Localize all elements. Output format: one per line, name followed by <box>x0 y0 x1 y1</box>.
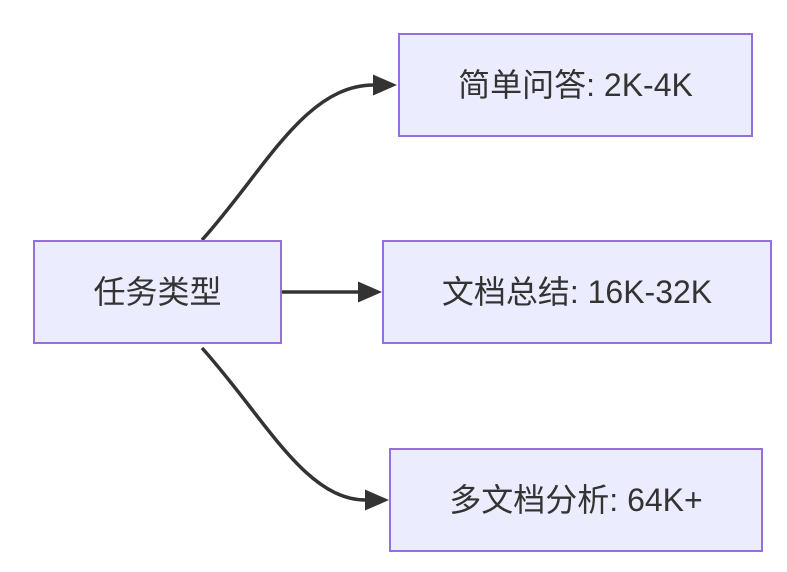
node-task-type-label: 任务类型 <box>93 273 222 310</box>
node-multi-doc: 多文档分析: 64K+ <box>389 448 763 552</box>
node-task-type: 任务类型 <box>33 240 282 344</box>
node-simple-qa-label: 简单问答: 2K-4K <box>458 66 693 103</box>
node-simple-qa: 简单问答: 2K-4K <box>398 33 753 137</box>
edge-curve <box>200 83 375 242</box>
arrowhead-icon <box>365 489 389 511</box>
arrowhead-icon <box>373 74 397 96</box>
edge-task-type-to-simple-qa <box>200 74 397 242</box>
node-doc-summary: 文档总结: 16K-32K <box>382 240 772 344</box>
node-doc-summary-label: 文档总结: 16K-32K <box>441 273 713 310</box>
edge-task-type-to-multi-doc <box>200 346 389 511</box>
edge-task-type-to-doc-summary <box>282 281 382 303</box>
arrowhead-icon <box>358 281 382 303</box>
node-multi-doc-label: 多文档分析: 64K+ <box>449 481 703 518</box>
edge-curve <box>200 346 367 502</box>
